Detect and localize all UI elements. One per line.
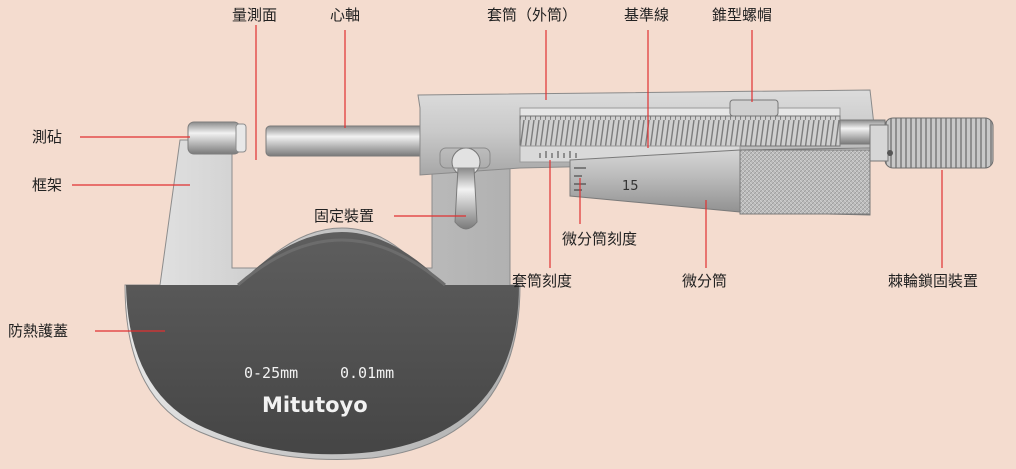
label-thimble: 微分筒 bbox=[682, 272, 728, 290]
plate-brand: Mitutoyo bbox=[262, 393, 368, 417]
thimble-knurl bbox=[739, 149, 871, 215]
label-frame: 框架 bbox=[32, 176, 63, 194]
label-sleeve-scale: 套筒刻度 bbox=[512, 272, 573, 290]
leader-lines bbox=[72, 25, 943, 332]
label-spindle: 心軸 bbox=[330, 6, 361, 24]
plate-resolution: 0.01mm bbox=[340, 364, 394, 382]
label-sleeve: 套筒（外筒） bbox=[487, 6, 578, 24]
spindle-thread bbox=[519, 115, 841, 147]
thimble-number: 15 bbox=[622, 179, 639, 194]
label-cone-nut: 錐型螺帽 bbox=[712, 6, 773, 24]
label-measuring-face: 量測面 bbox=[232, 6, 278, 24]
anvil-shape bbox=[187, 121, 241, 155]
label-anvil: 測砧 bbox=[32, 128, 63, 146]
label-thimble-scale: 微分筒刻度 bbox=[562, 230, 638, 248]
heat-insulator-plate bbox=[126, 232, 519, 455]
label-reference-line: 基準線 bbox=[624, 6, 670, 24]
label-lock: 固定裝置 bbox=[314, 207, 375, 225]
plate-range: 0-25mm bbox=[244, 364, 298, 382]
label-ratchet: 棘輪鎖固裝置 bbox=[888, 272, 979, 290]
label-heat-insulator: 防熱護蓋 bbox=[8, 322, 69, 340]
ratchet-stop bbox=[884, 117, 994, 169]
